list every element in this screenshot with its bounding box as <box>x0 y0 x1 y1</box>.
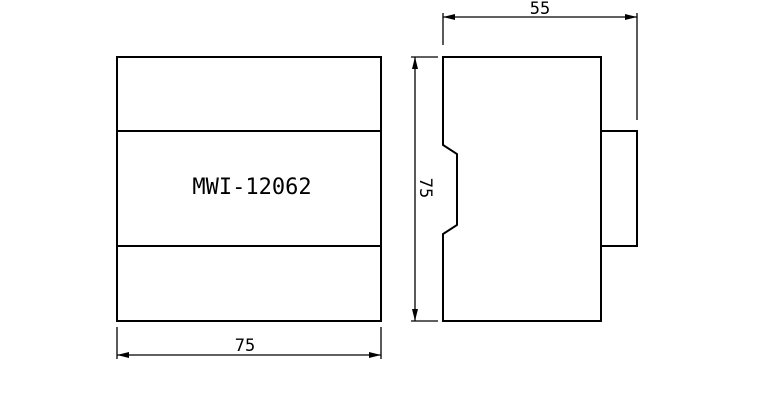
depth-dimension: 55 <box>442 0 638 120</box>
depth-label: 55 <box>530 0 550 19</box>
front-width-dimension: 75 <box>116 327 382 359</box>
din-rail-protrusion <box>601 130 638 247</box>
side-view: 55 75 <box>411 0 638 322</box>
height-dimension: 75 <box>411 56 438 322</box>
model-label: MWI-12062 <box>192 175 311 200</box>
height-label: 75 <box>415 178 435 198</box>
front-width-label: 75 <box>235 336 255 356</box>
front-view: MWI-12062 75 <box>116 56 382 359</box>
side-view-outline <box>442 56 602 322</box>
front-view-outline <box>116 56 382 322</box>
